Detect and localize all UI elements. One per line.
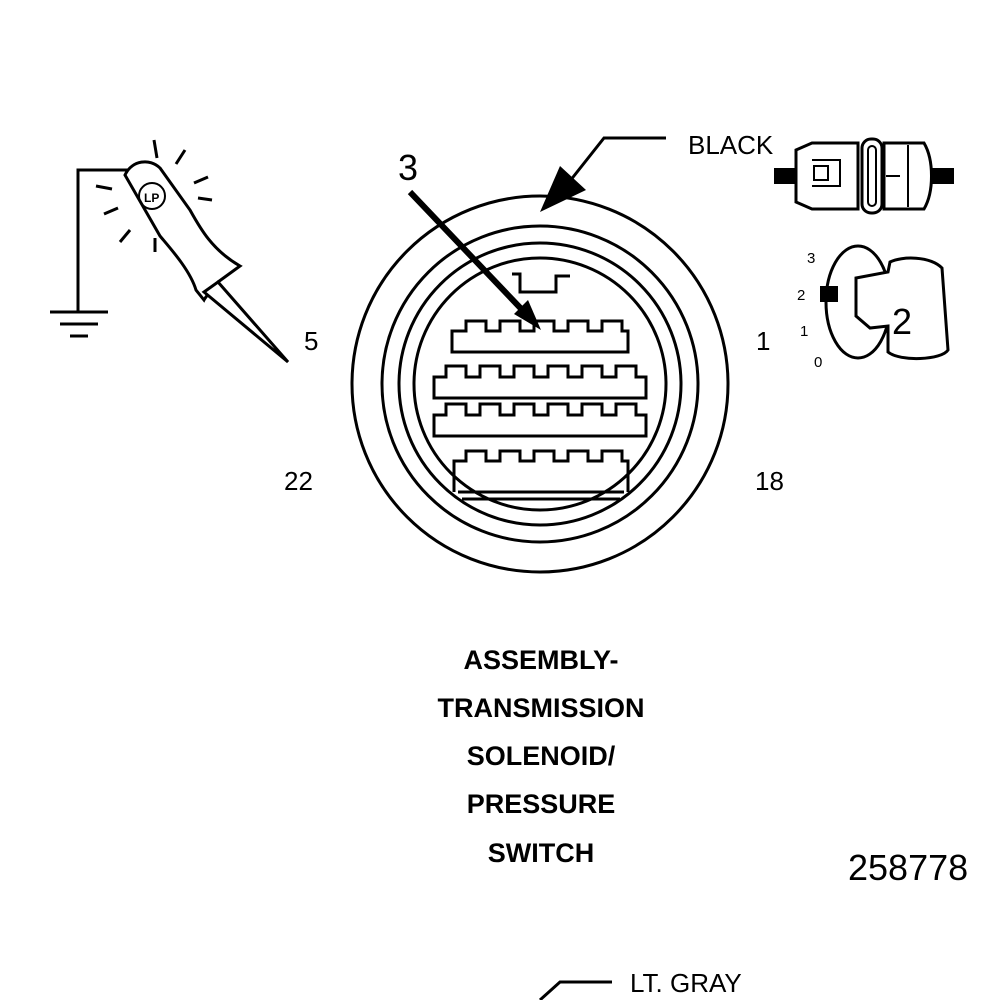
title-line-2: TRANSMISSION xyxy=(437,693,644,723)
component-title: ASSEMBLY- TRANSMISSION SOLENOID/ PRESSUR… xyxy=(437,645,644,868)
svg-text:LP: LP xyxy=(144,191,159,205)
color-label-lt-gray: LT. GRAY xyxy=(630,968,742,998)
callout-3-arrow: 3 xyxy=(398,147,541,330)
key-position-2: 2 xyxy=(797,287,805,304)
key-position-3: 3 xyxy=(807,250,815,267)
connector-face: 5 1 22 18 xyxy=(284,194,784,574)
color-label-black: BLACK xyxy=(688,130,774,160)
title-line-4: PRESSURE xyxy=(467,789,616,819)
title-line-5: SWITCH xyxy=(488,838,594,868)
cavity-row-2 xyxy=(432,364,648,400)
connector-pair-icon xyxy=(774,137,954,215)
color-leader-lt-gray: LT. GRAY xyxy=(538,968,742,1000)
figure-number: 258778 xyxy=(848,847,968,888)
key-number: 2 xyxy=(892,301,912,342)
pin-label-top-left: 5 xyxy=(304,326,318,356)
cavity-row-3 xyxy=(432,402,648,438)
pin-label-bottom-left: 22 xyxy=(284,466,313,496)
title-line-3: SOLENOID/ xyxy=(467,741,616,771)
key-position-1: 1 xyxy=(800,323,808,340)
test-light-probe-icon: LP xyxy=(50,139,290,364)
key-position-0: 0 xyxy=(814,354,822,371)
pin-label-bottom-right: 18 xyxy=(755,466,784,496)
cavity-row-4 xyxy=(452,449,630,501)
pin-label-top-right: 1 xyxy=(756,326,770,356)
title-line-1: ASSEMBLY- xyxy=(463,645,618,675)
callout-number: 3 xyxy=(398,147,418,188)
key-switch-icon: 3 2 1 0 2 xyxy=(797,244,950,371)
cavity-row-1 xyxy=(450,319,630,354)
color-leader-black: BLACK xyxy=(540,130,774,212)
